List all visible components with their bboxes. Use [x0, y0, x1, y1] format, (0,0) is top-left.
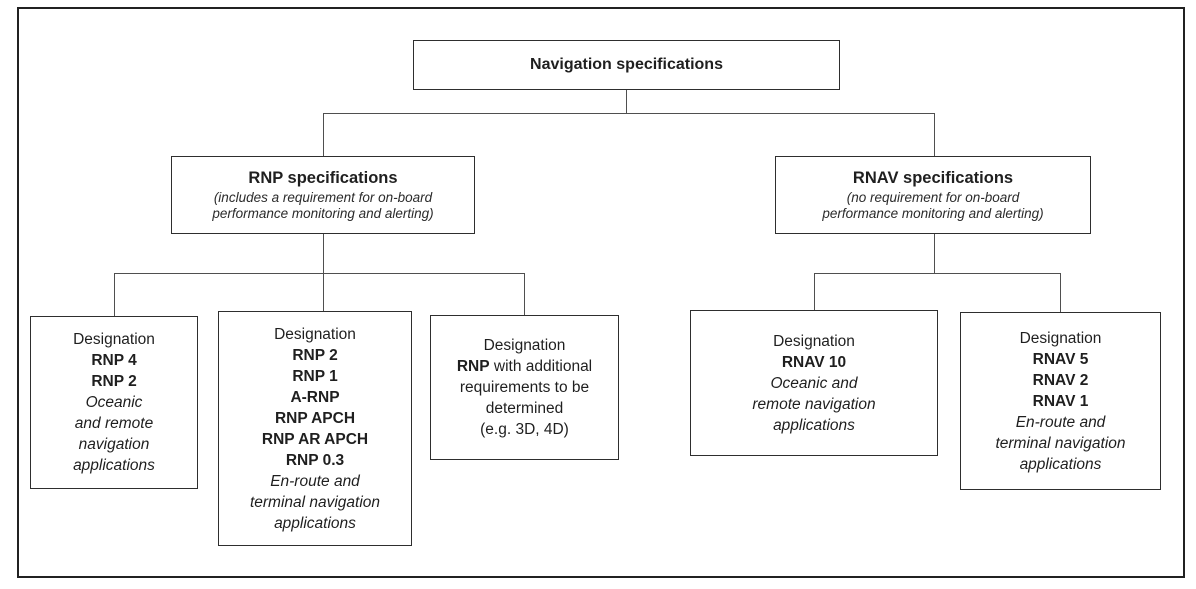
box-line: applications — [73, 457, 155, 474]
rnp-subtitle-line-1: (includes a requirement for on-board — [213, 189, 433, 205]
node-navigation-specifications: Navigation specifications — [413, 40, 840, 90]
box-line: En-route and — [270, 472, 360, 490]
box-line: RNP APCH — [274, 409, 356, 427]
connector-rnp-oceanic-in — [114, 273, 115, 316]
connector-rnav-out — [934, 234, 935, 274]
box-line: Oceanic and — [770, 374, 858, 392]
box-line: RNAV 2 — [1032, 371, 1089, 389]
box-line: Designation — [773, 332, 855, 350]
rnp-subtitle-line-2: performance monitoring and alerting) — [212, 206, 434, 221]
box-line: RNP 2 — [292, 346, 338, 364]
box-line: RNP with additional — [457, 356, 592, 377]
box-line: determined — [485, 400, 564, 417]
root-title: Navigation specifications — [530, 56, 723, 73]
box-line: RNAV 5 — [1032, 350, 1089, 368]
connector-root-down — [626, 90, 627, 114]
node-rnp-specifications: RNP specifications (includes a requireme… — [171, 156, 475, 234]
box-line: A-RNP — [290, 388, 340, 406]
box-line: applications — [773, 416, 855, 434]
box-line: RNP 4 — [91, 352, 137, 369]
connector-rnav-in — [934, 113, 935, 156]
connector-rnp-additional-in — [524, 273, 525, 315]
connector-level2-horizontal — [323, 113, 935, 114]
box-line: remote navigation — [752, 395, 876, 413]
box-line: RNP 0.3 — [285, 451, 345, 469]
box-line: Designation — [1019, 329, 1102, 347]
box-line: RNP 1 — [292, 367, 338, 385]
box-line: requirements to be — [459, 379, 590, 396]
box-line: navigation — [78, 436, 150, 453]
box-line: Designation — [483, 337, 566, 354]
box-line: applications — [274, 514, 356, 532]
box-line: terminal navigation — [249, 493, 381, 511]
box-line: Designation — [274, 325, 356, 343]
box-line: (e.g. 3D, 4D) — [480, 421, 569, 438]
box-line: RNP AR APCH — [261, 430, 369, 448]
connector-rnp-out — [323, 234, 324, 274]
box-line: RNAV 10 — [781, 353, 847, 371]
connector-rnp-children-horizontal — [114, 273, 525, 274]
rnp-title: RNP specifications — [248, 168, 398, 187]
box-line: terminal navigation — [995, 434, 1126, 452]
connector-rnav-oceanic-in — [814, 273, 815, 310]
box-line-segment: RNP — [456, 358, 490, 375]
rnav-title: RNAV specifications — [852, 168, 1014, 187]
rnav-subtitle-line-2: performance monitoring and alerting) — [822, 206, 1044, 221]
connector-rnav-children-horizontal — [814, 273, 1061, 274]
connector-rnp-in — [323, 113, 324, 156]
box-line-segment: with additional — [489, 358, 593, 375]
box-line: applications — [1019, 455, 1102, 473]
node-rnav-specifications: RNAV specifications (no requirement for … — [775, 156, 1091, 234]
connector-rnav-enroute-in — [1060, 273, 1061, 312]
box-line: Oceanic — [85, 394, 143, 411]
box-line: RNAV 1 — [1032, 392, 1089, 410]
box-line: Designation — [73, 331, 155, 348]
rnav-subtitle-line-1: (no requirement for on-board — [846, 189, 1020, 205]
connector-rnp-enroute-in — [323, 273, 324, 311]
diagram-outer-frame — [17, 7, 1185, 578]
box-line: RNP 2 — [91, 373, 137, 390]
box-line: En-route and — [1015, 413, 1106, 431]
box-line: and remote — [74, 415, 154, 432]
